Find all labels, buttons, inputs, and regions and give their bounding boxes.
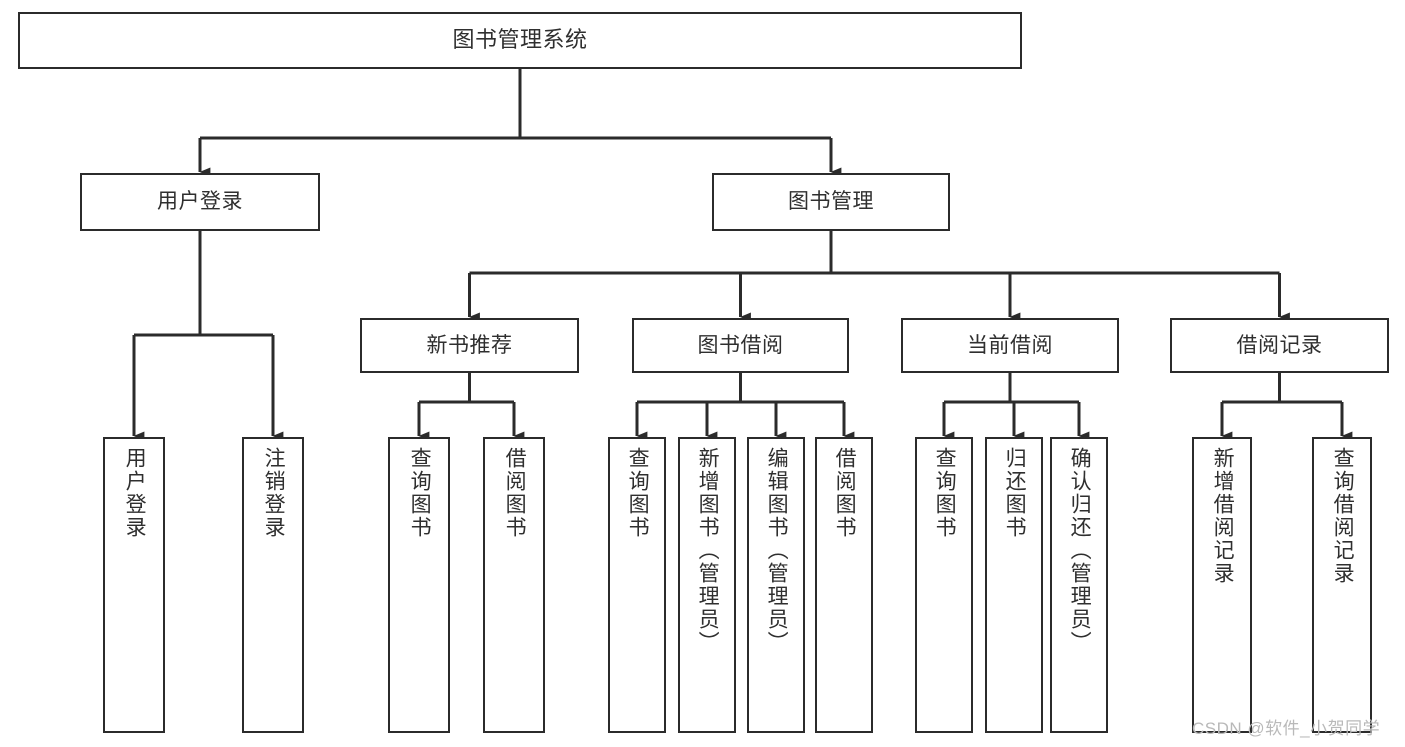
node-book-manage[interactable]: 图书管理 xyxy=(712,173,950,231)
watermark-text: CSDN @软件_小贺同学 xyxy=(1192,719,1381,738)
node-label: 借阅图书 xyxy=(833,447,857,539)
node-label: 新增借阅记录 xyxy=(1211,447,1235,585)
node-label: 用户登录 xyxy=(157,190,243,214)
node-borrow-record[interactable]: 借阅记录 xyxy=(1170,318,1389,373)
node-leaf-add-book-admin[interactable]: 新增图书（管理员） xyxy=(678,437,736,733)
node-leaf-user-logout[interactable]: 注销登录 xyxy=(242,437,304,733)
node-label: 注销登录 xyxy=(262,447,286,539)
node-leaf-return-book[interactable]: 归还图书 xyxy=(985,437,1043,733)
node-current-borrow[interactable]: 当前借阅 xyxy=(901,318,1119,373)
node-user-login[interactable]: 用户登录 xyxy=(80,173,320,231)
node-leaf-edit-book-admin[interactable]: 编辑图书（管理员） xyxy=(747,437,805,733)
node-book-borrow[interactable]: 图书借阅 xyxy=(632,318,849,373)
node-label: 新增图书（管理员） xyxy=(696,447,720,654)
node-label: 查询图书 xyxy=(933,447,957,539)
node-label: 新书推荐 xyxy=(426,333,513,357)
node-leaf-confirm-return-admin[interactable]: 确认归还（管理员） xyxy=(1050,437,1108,733)
node-label: 图书管理系统 xyxy=(452,27,588,53)
node-leaf-add-borrow-record[interactable]: 新增借阅记录 xyxy=(1192,437,1252,733)
node-label: 用户登录 xyxy=(123,447,147,539)
node-label: 归还图书 xyxy=(1003,447,1027,539)
node-root[interactable]: 图书管理系统 xyxy=(18,12,1022,69)
node-label: 查询图书 xyxy=(408,447,432,539)
node-leaf-query-borrow-record[interactable]: 查询借阅记录 xyxy=(1312,437,1372,733)
node-label: 借阅记录 xyxy=(1236,333,1323,357)
node-label: 查询图书 xyxy=(626,447,650,539)
node-leaf-query-book-1[interactable]: 查询图书 xyxy=(388,437,450,733)
node-leaf-borrow-book-1[interactable]: 借阅图书 xyxy=(483,437,545,733)
node-label: 当前借阅 xyxy=(967,333,1053,357)
node-label: 确认归还（管理员） xyxy=(1068,447,1092,654)
node-label: 编辑图书（管理员） xyxy=(765,447,789,654)
node-leaf-query-book-2[interactable]: 查询图书 xyxy=(608,437,666,733)
node-leaf-query-book-3[interactable]: 查询图书 xyxy=(915,437,973,733)
edge-group xyxy=(132,69,1353,441)
node-leaf-borrow-book-2[interactable]: 借阅图书 xyxy=(815,437,873,733)
node-label: 图书借阅 xyxy=(697,333,784,357)
node-new-book-recommend[interactable]: 新书推荐 xyxy=(360,318,579,373)
node-label: 借阅图书 xyxy=(503,447,527,539)
node-label: 查询借阅记录 xyxy=(1331,447,1355,585)
node-label: 图书管理 xyxy=(788,190,874,214)
node-leaf-user-login[interactable]: 用户登录 xyxy=(103,437,165,733)
